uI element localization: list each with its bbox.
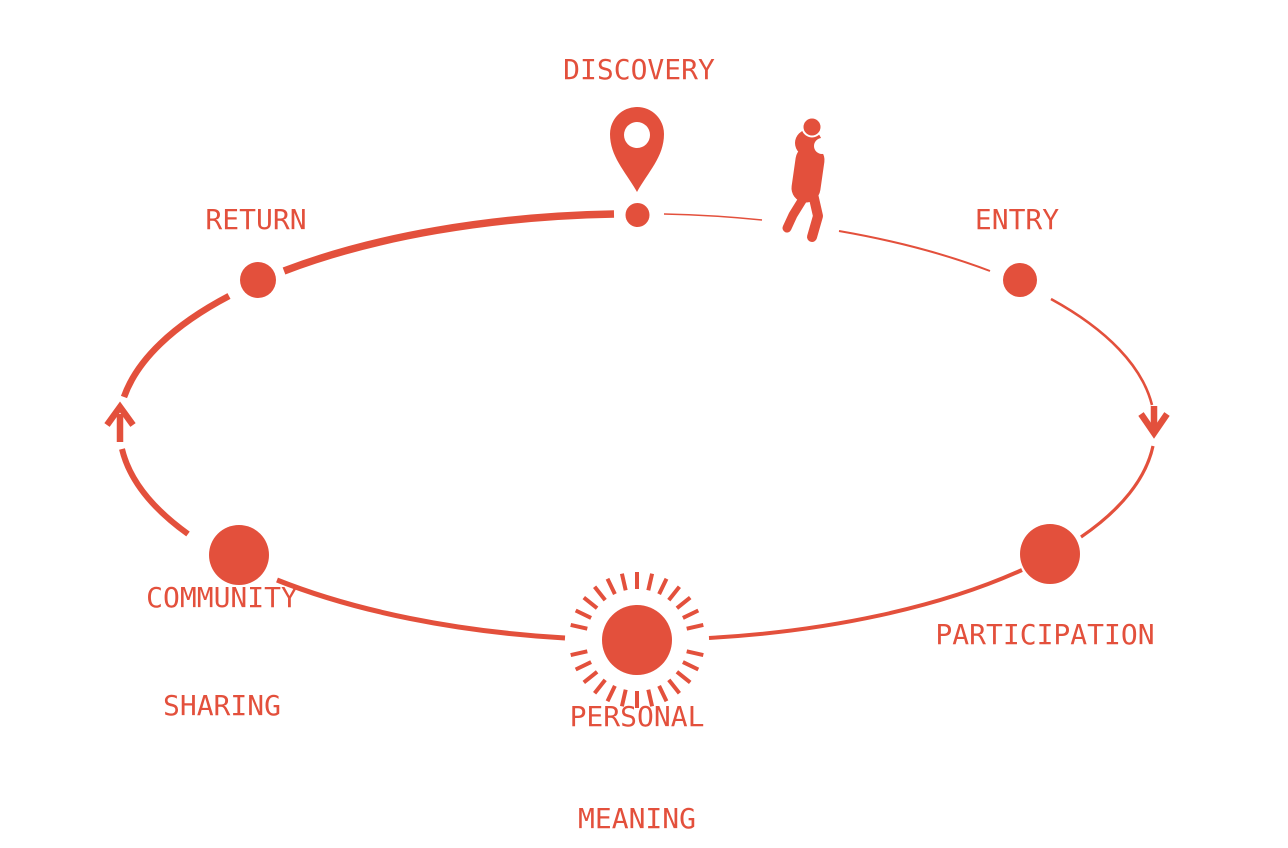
sunburst-ray <box>582 596 599 610</box>
personal-meaning-label: PERSONAL MEANING <box>570 632 705 848</box>
path-personal-meaning-to-community-sharing <box>276 577 566 641</box>
sunburst-ray <box>646 573 655 591</box>
sunburst-ray <box>682 660 700 672</box>
return-label: RETURN <box>205 203 307 236</box>
sunburst-ray <box>582 670 599 684</box>
sunburst-ray <box>686 649 704 658</box>
location-pin-body <box>610 107 664 192</box>
discovery-node <box>625 203 650 227</box>
sunburst-ray <box>570 622 588 631</box>
path-arrow-to-return <box>120 293 231 399</box>
arrow-down-icon <box>1138 406 1170 439</box>
path-community-sharing-to-arrow <box>119 448 190 537</box>
sunburst-ray <box>657 685 669 703</box>
participation-node <box>1020 524 1080 584</box>
sunburst-rays <box>570 572 704 708</box>
person-torso <box>791 145 825 203</box>
sunburst-ray <box>675 596 692 610</box>
entry-node <box>1003 263 1037 297</box>
sunburst-ray <box>593 678 607 695</box>
path-discovery-to-traveler <box>663 213 763 221</box>
person-back-leg <box>782 189 811 233</box>
sunburst-ray <box>675 670 692 684</box>
path-arrow-to-participation <box>1080 445 1155 539</box>
discovery-label: DISCOVERY <box>563 53 715 86</box>
path-return-to-discovery <box>282 210 615 275</box>
path-participation-to-personal-meaning <box>708 568 1023 640</box>
sunburst-ray <box>686 622 704 631</box>
sunburst-ray <box>570 649 588 658</box>
path-traveler-to-entry <box>838 230 991 272</box>
sunburst-ray <box>605 577 617 595</box>
entry-label: ENTRY <box>974 203 1060 236</box>
person-front-leg <box>807 189 823 242</box>
sunburst-ray <box>574 608 592 620</box>
path-entry-to-arrow <box>1050 297 1154 406</box>
cycle-path <box>119 210 1155 641</box>
participation-label: PARTICIPATION <box>935 618 1155 651</box>
community-sharing-node <box>209 525 269 585</box>
sunburst-ray <box>605 685 617 703</box>
sunburst-ray <box>619 573 628 591</box>
arrow-up-icon <box>104 401 136 442</box>
personal-meaning-node <box>602 605 672 675</box>
arrow-up-head <box>104 401 136 427</box>
sunburst-ray <box>593 585 607 602</box>
personal-meaning-label-line2: MEANING <box>577 802 697 835</box>
return-node <box>240 262 276 298</box>
community-sharing-label-line1: COMMUNITY <box>146 581 298 614</box>
sunburst-ray <box>657 577 669 595</box>
person-face-notch <box>814 138 830 154</box>
sunburst-ray <box>667 678 681 695</box>
sunburst-ray <box>619 689 628 707</box>
walking-person-icon <box>782 116 830 242</box>
location-pin-hole <box>624 122 650 148</box>
community-sharing-label-line2: SHARING <box>162 689 281 722</box>
sunburst-ray <box>646 689 655 707</box>
sunburst-ray <box>667 585 681 602</box>
sunburst-icon <box>570 572 704 708</box>
location-pin-icon <box>610 107 664 192</box>
sunburst-ray <box>574 660 592 672</box>
sunburst-ray <box>682 608 700 620</box>
personal-meaning-label-line1: PERSONAL <box>569 700 705 733</box>
person-hair-bun <box>801 116 823 138</box>
community-sharing-label: COMMUNITY SHARING <box>146 508 298 796</box>
arrow-down-head <box>1138 412 1170 439</box>
